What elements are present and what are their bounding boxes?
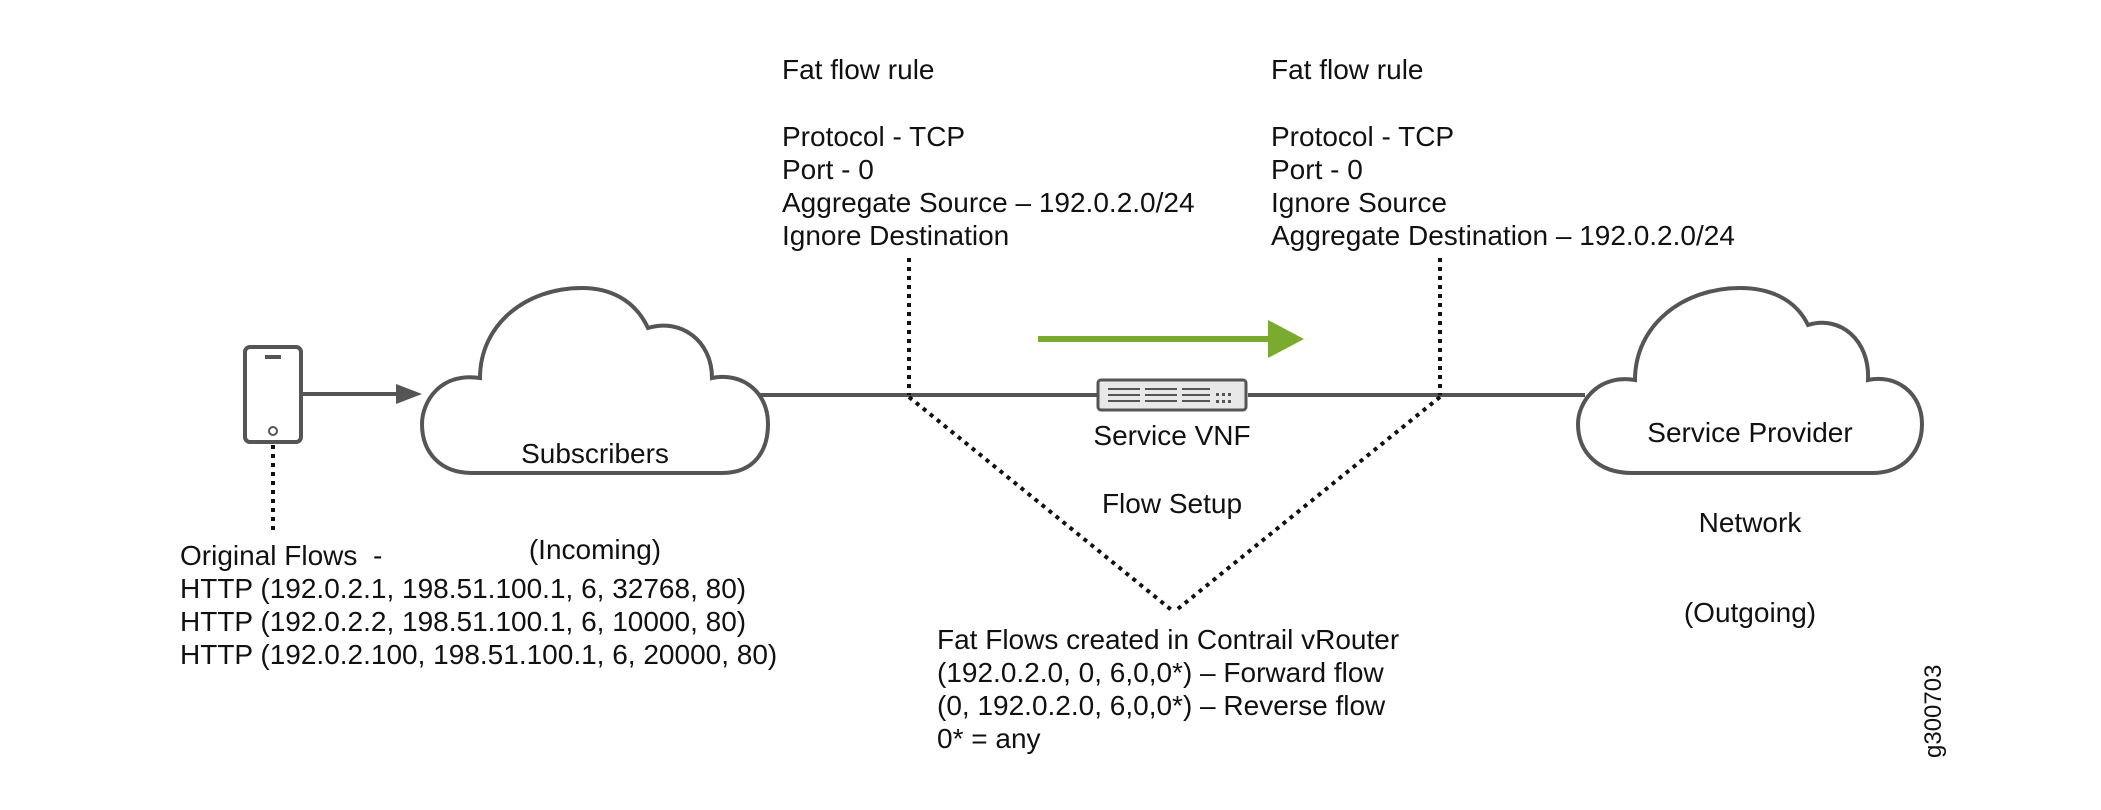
- flow-setup-label: Flow Setup: [1101, 488, 1243, 519]
- fat-flows-title: Fat Flows created in Contrail vRouter: [937, 624, 1400, 655]
- subscribers-cloud-label: Subscribers (Incoming): [475, 374, 715, 598]
- service-provider-cloud-label-line: (Outgoing): [1683, 597, 1817, 628]
- rule-left-line: Port - 0: [782, 154, 874, 185]
- fat-flow-line: (0, 192.0.2.0, 6,0,0*) – Reverse flow: [937, 690, 1386, 721]
- figure-id: g300703: [1920, 664, 1947, 758]
- original-flows-title: Original Flows -: [180, 540, 383, 571]
- rule-right-title: Fat flow rule: [1271, 54, 1424, 85]
- original-flow-line: HTTP (192.0.2.100, 198.51.100.1, 6, 2000…: [180, 639, 778, 670]
- rule-left-line: Aggregate Source – 192.0.2.0/24: [782, 187, 1195, 218]
- subscribers-cloud-icon: [419, 285, 771, 475]
- mobile-device-icon: [243, 345, 303, 444]
- flow-setup-dotted-right: [1172, 395, 1442, 614]
- original-flow-line: HTTP (192.0.2.2, 198.51.100.1, 6, 10000,…: [180, 606, 747, 637]
- traffic-direction-arrow-icon: [1038, 320, 1304, 358]
- fat-flow-line: 0* = any: [937, 723, 1041, 754]
- original-flow-line: HTTP (192.0.2.1, 198.51.100.1, 6, 32768,…: [180, 573, 747, 604]
- rule-left-line: Ignore Destination: [782, 220, 1010, 251]
- service-provider-cloud-icon: [1575, 285, 1925, 475]
- subscribers-cloud-label-line: Subscribers: [521, 438, 669, 469]
- service-vnf-label: Service VNF: [1093, 420, 1251, 451]
- fat-flow-line: (192.0.2.0, 0, 6,0,0*) – Forward flow: [937, 657, 1384, 688]
- rule-right-line: Aggregate Destination – 192.0.2.0/24: [1271, 220, 1735, 251]
- service-provider-cloud-label: Service Provider Network (Outgoing): [1610, 358, 1890, 658]
- rule-left-line: Protocol - TCP: [782, 121, 966, 152]
- rule-left-title: Fat flow rule: [782, 54, 935, 85]
- subscribers-cloud-label-line: (Incoming): [528, 534, 662, 565]
- rule-right-line: Ignore Source: [1271, 187, 1447, 218]
- service-vnf-switch-icon: [1096, 378, 1248, 412]
- flow-setup-dotted-left: [907, 395, 1176, 614]
- rule-right-line: Port - 0: [1271, 154, 1363, 185]
- service-provider-cloud-label-line: Service Provider: [1647, 417, 1853, 448]
- service-provider-cloud-label-line: Network: [1698, 507, 1802, 538]
- device-arrow-icon: [302, 384, 422, 404]
- rule-right-line: Protocol - TCP: [1271, 121, 1455, 152]
